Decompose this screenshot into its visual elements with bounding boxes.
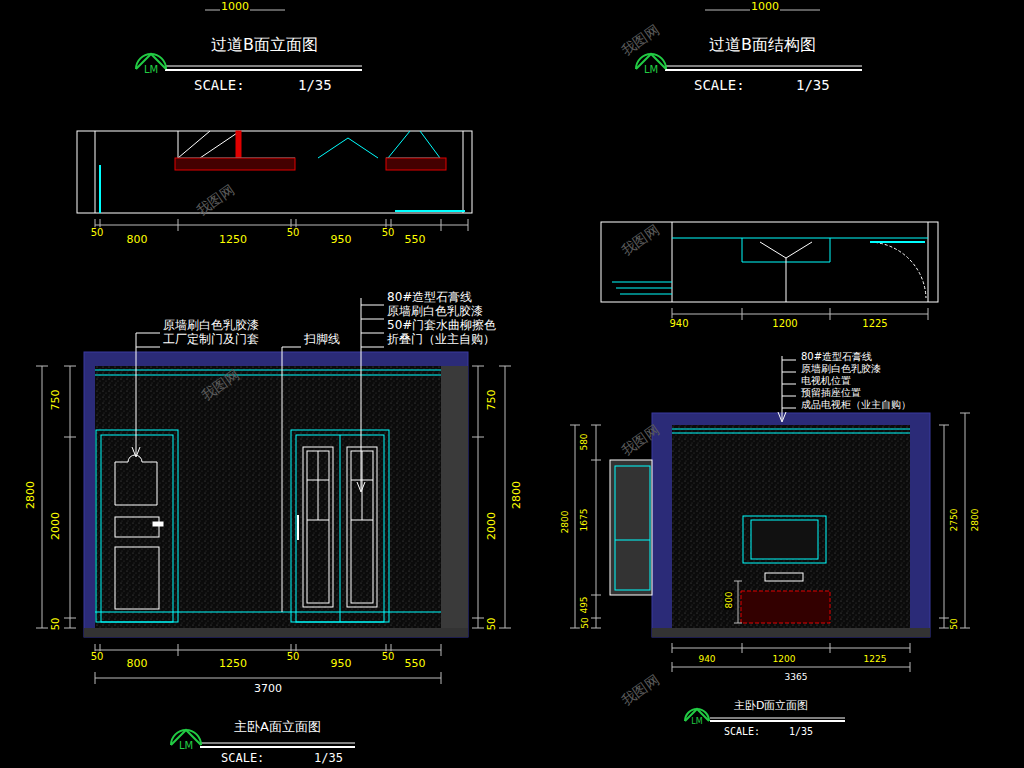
drawing-label: 50 [286,651,301,663]
drawing-label: SCALE: [220,752,265,766]
drawing-label: 1200 [771,318,798,330]
drawing-label: 800 [724,590,734,609]
drawing-label: 1225 [861,318,888,330]
drawing-label: 50 [90,651,105,663]
drawing-label: 1225 [863,654,888,664]
drawing-label: 80#造型石膏线 [800,351,873,363]
drawing-label: 50 [286,227,301,239]
drawing-label: 940 [668,318,689,330]
drawing-label: 3365 [784,672,809,682]
drawing-label: 940 [697,654,716,664]
drawing-label: LM [643,64,659,76]
drawing-label: 扫脚线 [303,333,341,347]
drawing-label: 原墙刷白色乳胶漆 [800,363,882,375]
drawing-label: 主卧D面立面图 [733,700,809,713]
drawing-label: 预留插座位置 [800,387,862,399]
drawing-label: 2000 [486,511,499,541]
drawing-label: 1/35 [313,752,344,766]
drawing-label: SCALE: [193,77,246,93]
drawing-label: 800 [126,234,149,247]
drawing-label: 950 [330,234,353,247]
drawing-label: 750 [486,389,499,412]
drawing-label: 折叠门（业主自购） [386,333,496,347]
watermark: 我图网 [617,671,662,709]
drawing-label: 800 [126,658,149,671]
drawing-label: 950 [330,658,353,671]
drawing-label: 50 [50,617,62,632]
drawing-label: LM [178,740,194,752]
drawing-label: 1200 [772,654,797,664]
drawing-label: LM [143,64,159,76]
drawing-label: LM [690,717,703,726]
drawing-label: 2800 [970,508,980,533]
drawing-label: 50 [381,651,396,663]
drawing-label: 主卧A面立面图 [233,720,322,735]
drawing-label: 1/35 [788,726,814,738]
drawing-label: 2800 [560,510,570,535]
drawing-label: 工厂定制门及门套 [162,333,260,347]
drawing-label: 2750 [949,508,959,533]
drawing-label: 80#造型石膏线 [386,291,473,305]
drawing-label: 1/35 [795,77,831,93]
drawing-label: 2800 [511,480,524,510]
drawing-label: 550 [404,658,427,671]
drawing-label: 过道B面结构图 [708,36,817,54]
drawing-label: 750 [50,389,63,412]
drawing-label: 1000 [220,1,250,14]
drawing-label: 550 [404,234,427,247]
drawing-label: 50 [949,617,959,630]
drawing-label: 过道B面立面图 [210,36,319,54]
drawing-label: 1250 [218,234,248,247]
drawing-label: 2800 [25,480,38,510]
drawing-label: SCALE: [693,77,746,93]
drawing-label: 原墙刷白色乳胶漆 [162,319,260,333]
drawing-label: 580 [579,432,589,451]
drawing-label: SCALE: [723,726,761,738]
drawing-label: 1675 [579,508,589,533]
drawing-label: 50 [486,617,498,632]
drawing-label: 1250 [218,658,248,671]
drawing-label: 1/35 [297,77,333,93]
drawing-label: 2000 [50,511,63,541]
drawing-label: 成品电视柜（业主自购） [800,399,912,411]
drawing-label: 495 [579,595,589,614]
drawing-label: 50 [90,227,105,239]
drawing-label: 1000 [750,1,780,14]
drawing-label: 原墙刷白色乳胶漆 [386,305,484,319]
drawing-label: 50 [580,616,590,629]
drawing-label: 50 [381,227,396,239]
watermark: 我图网 [617,221,662,259]
drawing-label: 3700 [253,683,283,696]
drawing-label: 电视机位置 [800,375,852,387]
watermark: 我图网 [617,21,662,59]
drawing-label: 50#门套水曲柳擦色 [386,319,497,333]
